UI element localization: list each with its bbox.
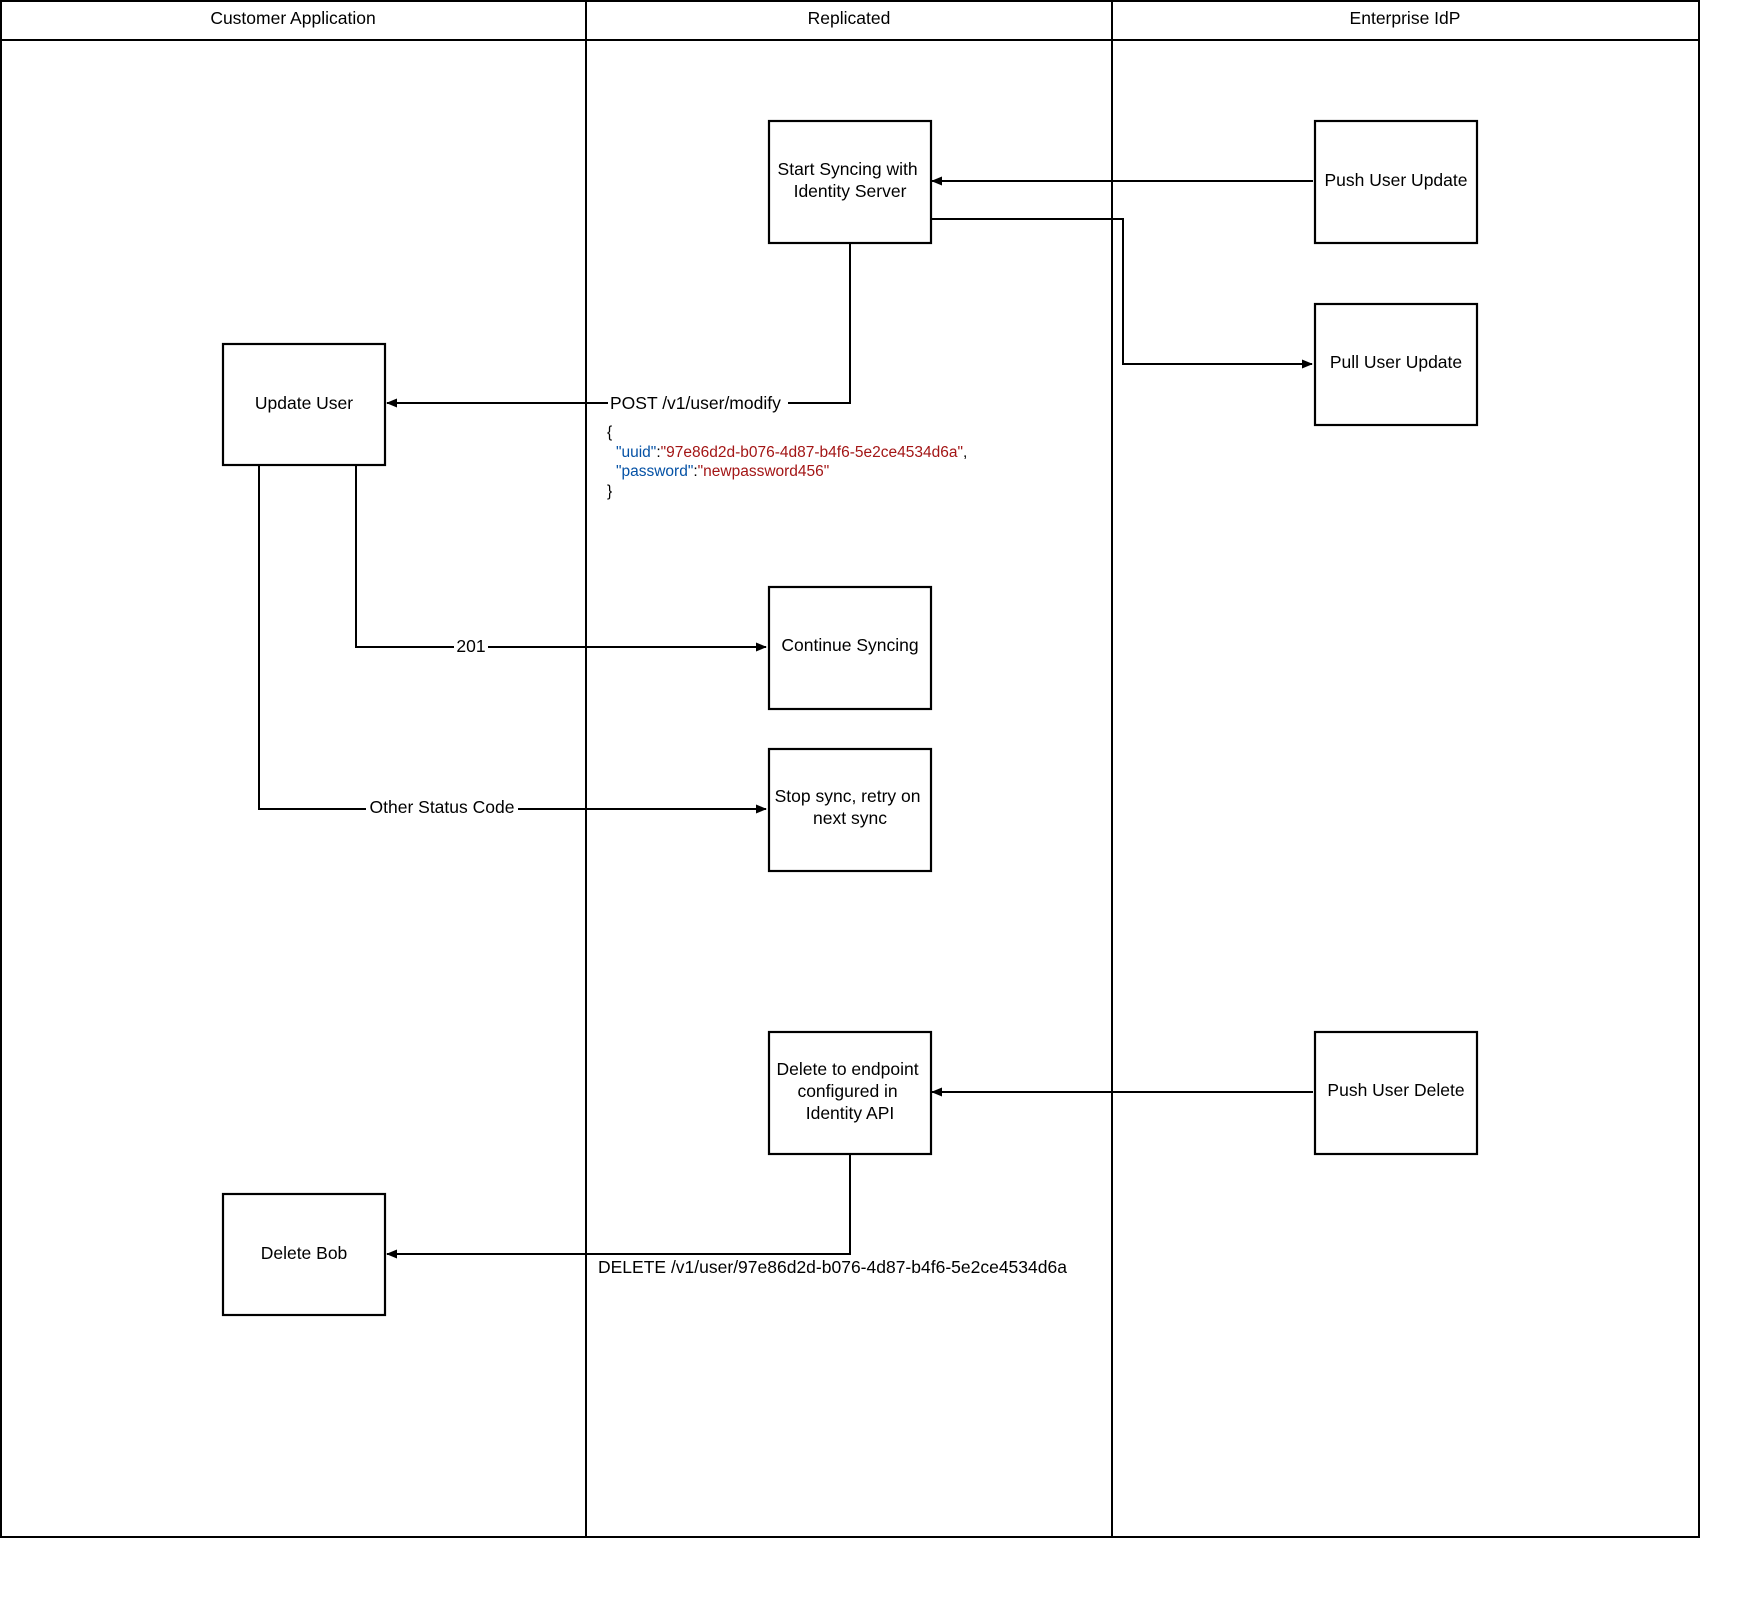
- node-push-user-delete[interactable]: Push User Delete: [1313, 1030, 1479, 1156]
- node-start-syncing-label-line-2: Identity Server: [794, 181, 907, 201]
- json-open-brace: {: [607, 424, 612, 441]
- node-continue-syncing-box[interactable]: [767, 585, 933, 711]
- node-delete-bob-label: Delete Bob: [261, 1243, 348, 1263]
- json-payload: { "uuid":"97e86d2d-b076-4d87-b4f6-5e2ce4…: [607, 424, 967, 500]
- node-push-user-update[interactable]: Push User Update: [1313, 119, 1479, 245]
- node-update-user-label: Update User: [255, 393, 353, 413]
- node-push-user-delete-box[interactable]: [1313, 1030, 1479, 1156]
- lane-title-enterprise-idp: Enterprise IdP: [1350, 8, 1461, 28]
- edge-start-sync-to-pull-update: [931, 218, 1313, 369]
- node-delete-bob-box[interactable]: [221, 1192, 387, 1317]
- svg-text:Stop sync, retry on next: Stop sync, retry on next sync: [775, 786, 926, 828]
- lane-title-replicated: Replicated: [808, 8, 891, 28]
- node-continue-syncing[interactable]: Continue Syncing: [767, 585, 933, 711]
- edge-delete-endpoint-to-delete-bob: [386, 1154, 851, 1259]
- node-delete-endpoint-label-line-2: configured in: [797, 1081, 897, 1101]
- pool-border: [0, 0, 1700, 1538]
- node-delete-endpoint-label-line-3: Identity API: [806, 1103, 895, 1123]
- json-uuid-key: "uuid": [616, 444, 656, 461]
- node-stop-sync[interactable]: Stop sync, retry on next sync: [767, 747, 933, 873]
- edge-update-user-to-continue-syncing: [355, 465, 767, 652]
- svg-text:Start Syncing with Ident: Start Syncing with Identity Server: [778, 159, 923, 201]
- node-delete-endpoint-box[interactable]: [767, 1030, 933, 1156]
- node-stop-sync-label-line-1: Stop sync, retry on: [775, 786, 921, 806]
- created-label-background: [454, 634, 488, 660]
- json-uuid-value: "97e86d2d-b076-4d87-b4f6-5e2ce4534d6a": [661, 444, 963, 461]
- node-delete-endpoint[interactable]: Delete to endpoint configured in Identit…: [767, 1030, 933, 1156]
- node-push-user-update-label: Push User Update: [1325, 170, 1468, 190]
- edge-label-delete-request: DELETE /v1/user/97e86d2d-b076-4d87-b4f6-…: [598, 1257, 1067, 1277]
- swimlane-frame: [0, 0, 1700, 1538]
- node-start-syncing[interactable]: Start Syncing with Identity Server: [767, 119, 933, 245]
- node-pull-user-update-label: Pull User Update: [1330, 352, 1462, 372]
- lane-title-customer-application: Customer Application: [210, 8, 375, 28]
- connectors: [258, 176, 1313, 1259]
- node-delete-bob[interactable]: Delete Bob: [221, 1192, 387, 1317]
- svg-text:Delete to endpoint confi: Delete to endpoint configured in Identit…: [777, 1059, 924, 1123]
- node-update-user[interactable]: Update User: [221, 342, 387, 467]
- post-label-background: [608, 390, 788, 416]
- json-password-value: "newpassword456": [698, 463, 830, 480]
- edge-label-post-modify: POST /v1/user/modify: [610, 393, 781, 413]
- node-push-user-delete-label: Push User Delete: [1327, 1080, 1464, 1100]
- node-delete-endpoint-label-line-1: Delete to endpoint: [777, 1059, 919, 1079]
- json-close-brace: }: [607, 483, 612, 500]
- node-push-user-update-box[interactable]: [1313, 119, 1479, 245]
- json-password-key: "password": [616, 463, 693, 480]
- node-continue-syncing-label: Continue Syncing: [781, 635, 918, 655]
- node-pull-user-update-box[interactable]: [1313, 302, 1479, 427]
- other-label-background: [366, 796, 518, 822]
- node-start-syncing-label-line-1: Start Syncing with: [778, 159, 918, 179]
- node-stop-sync-box[interactable]: [767, 747, 933, 873]
- edge-label-other-status-code: Other Status Code: [370, 797, 515, 817]
- edge-label-201: 201: [456, 636, 485, 656]
- edge-update-user-to-stop-sync: [258, 465, 767, 814]
- node-start-syncing-box[interactable]: [767, 119, 933, 245]
- node-update-user-box[interactable]: [221, 342, 387, 467]
- node-pull-user-update[interactable]: Pull User Update: [1313, 302, 1479, 427]
- json-uuid-line: "uuid":"97e86d2d-b076-4d87-b4f6-5e2ce453…: [616, 444, 967, 461]
- edge-start-sync-to-update-user: [386, 243, 851, 408]
- json-password-line: "password":"newpassword456": [616, 463, 829, 480]
- node-stop-sync-label-line-2: next sync: [813, 808, 887, 828]
